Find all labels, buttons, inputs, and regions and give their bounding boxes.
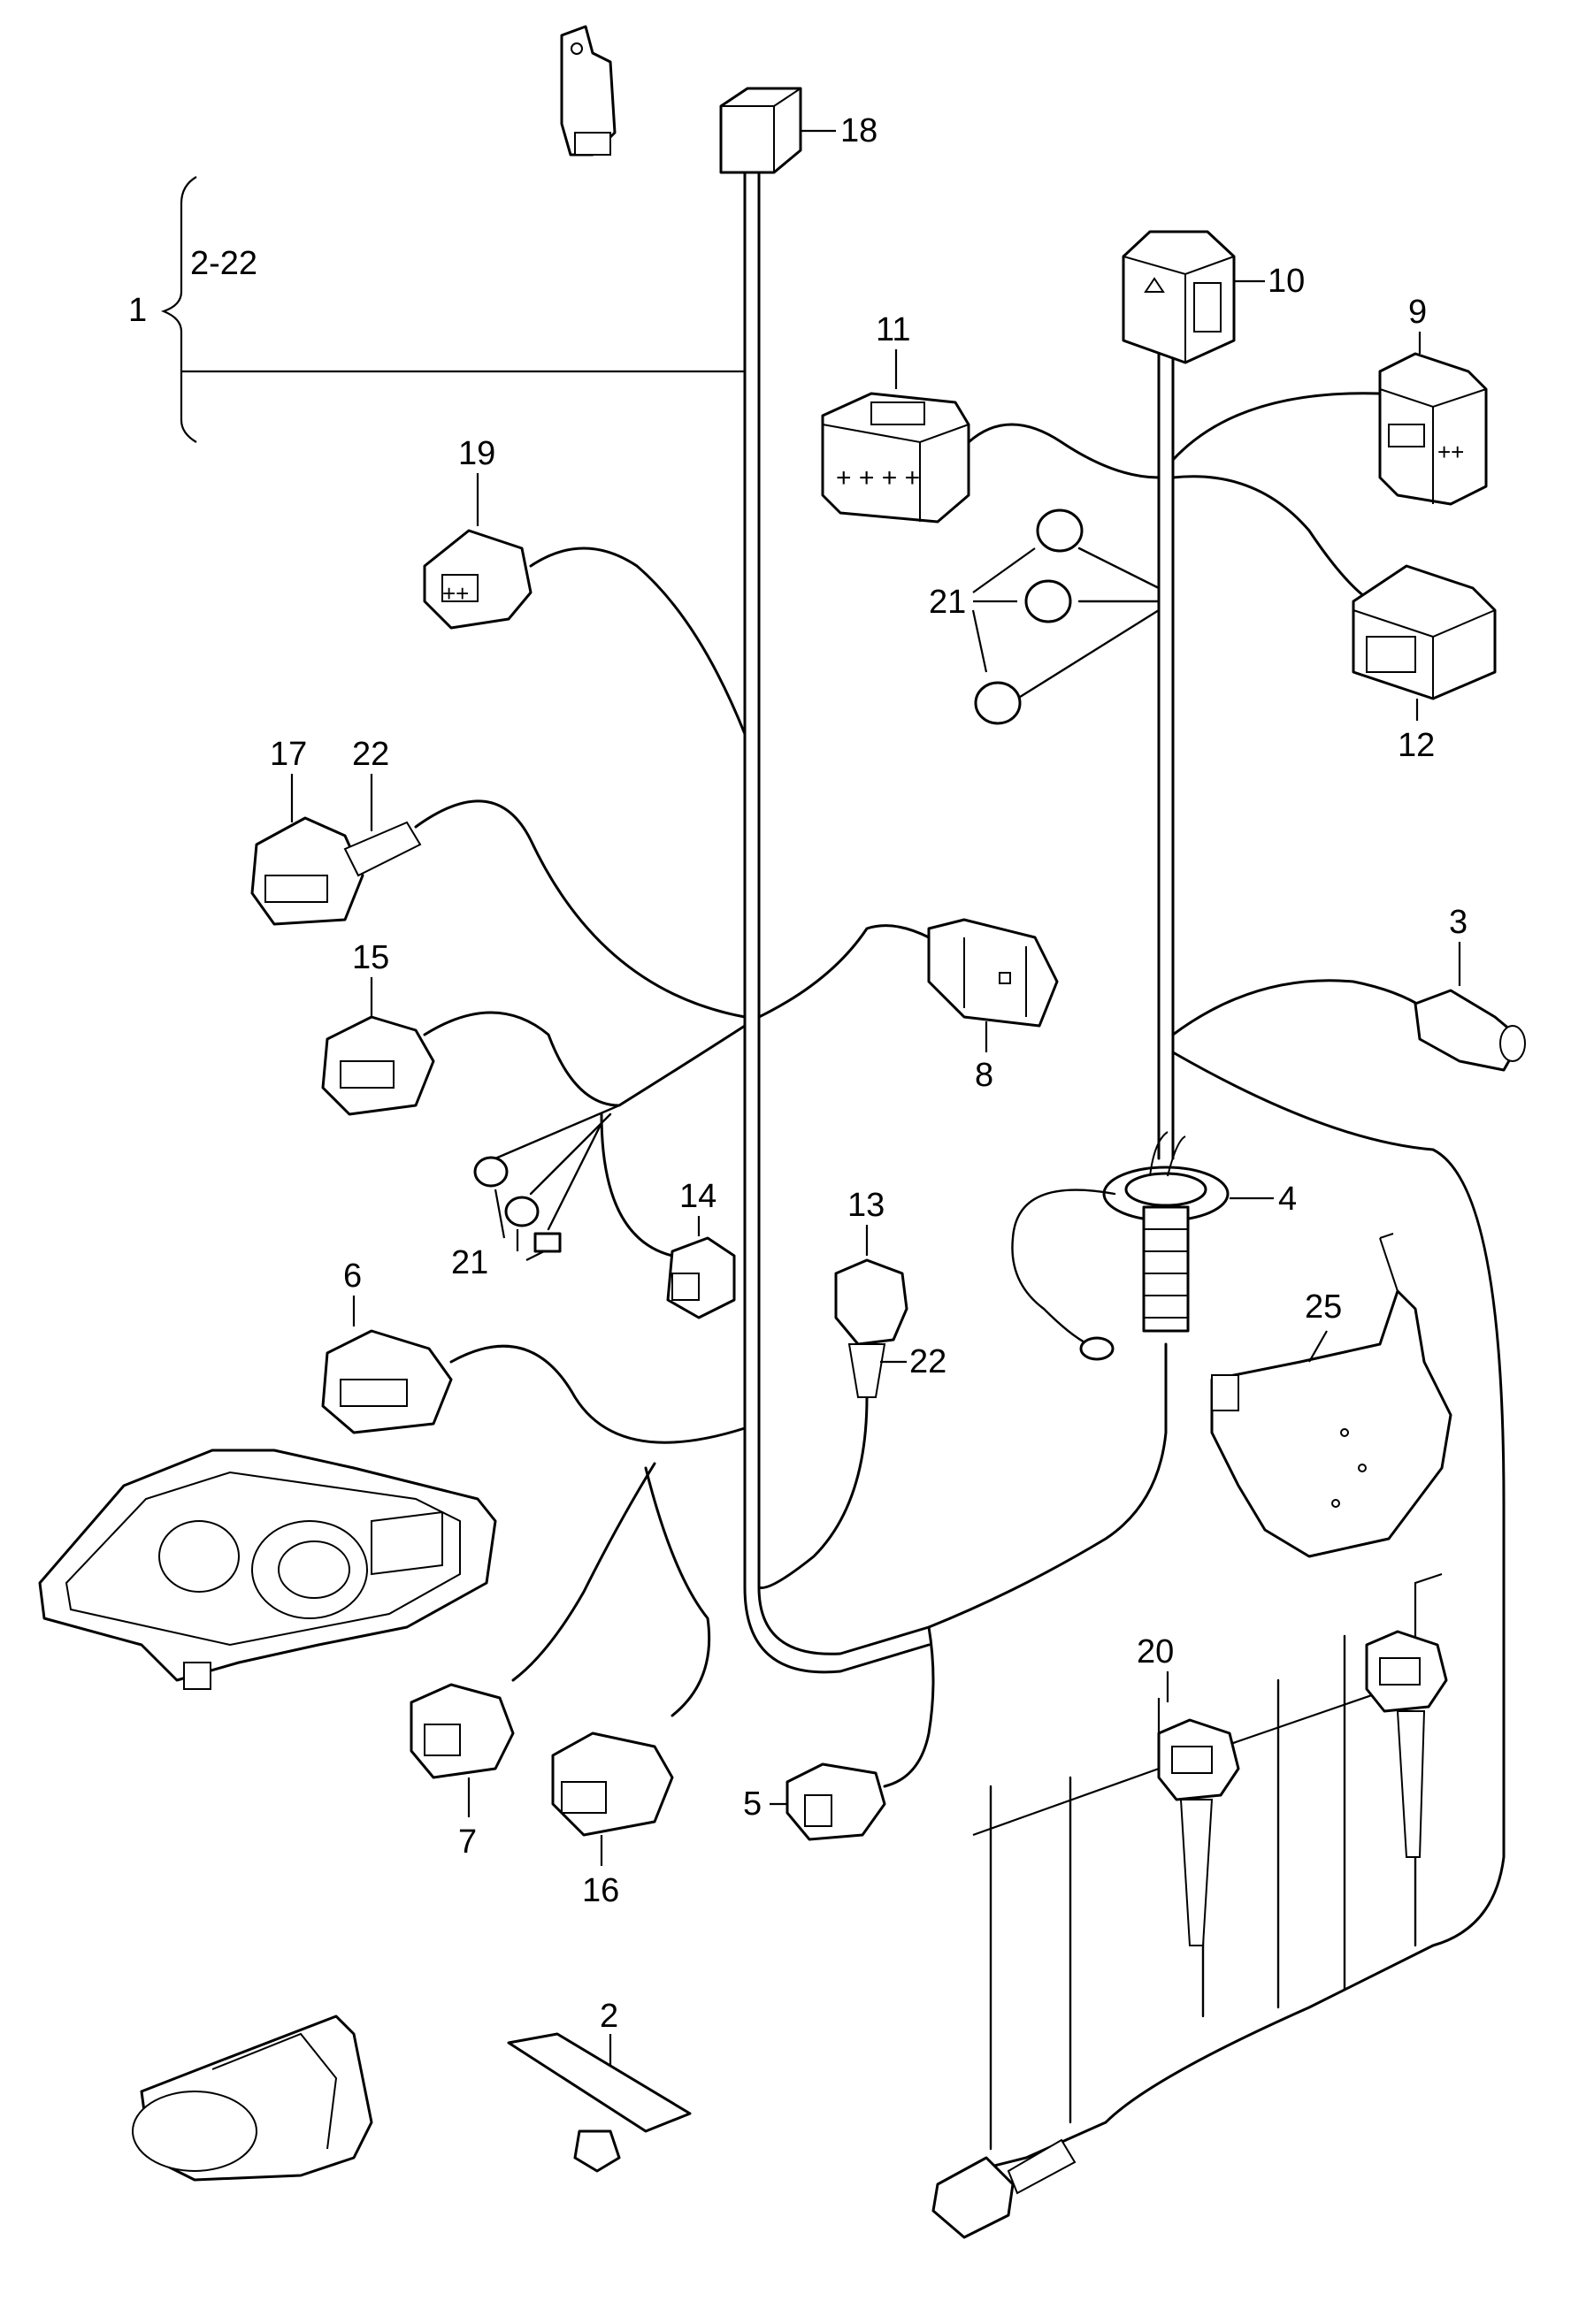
callout-5: 5 [743, 1785, 762, 1823]
fog-lamp [132, 2014, 373, 2182]
callout-20: 20 [1137, 1633, 1174, 1670]
part-14-connector: 14 [666, 1178, 736, 1319]
callout-8: 8 [975, 1057, 993, 1094]
callout-18: 18 [840, 112, 877, 149]
callout-16: 16 [582, 1872, 619, 1909]
top-small-connector [560, 25, 617, 157]
part-6-connector: 6 [321, 1258, 453, 1434]
callout-17: 17 [270, 736, 307, 773]
callout-25: 25 [1305, 1288, 1342, 1326]
part-4-grommet: 4 [1011, 1131, 1297, 1361]
part-3-connector: 3 [1414, 904, 1526, 1072]
part-12-connector: 12 [1352, 564, 1497, 764]
part-2-clip: 2 [507, 1998, 692, 2173]
part-9-connector: ++ 9 [1378, 294, 1488, 506]
part-21-caps-lower: 21 [451, 1156, 562, 1281]
callout-22-lower: 22 [909, 1343, 946, 1380]
crosses-9: ++ [1437, 439, 1464, 465]
callout-4: 4 [1278, 1181, 1297, 1218]
callout-6: 6 [343, 1258, 362, 1295]
part-15-connector: 15 [321, 939, 435, 1116]
crosses-19: ++ [442, 580, 469, 607]
callout-2: 2 [600, 1998, 618, 2035]
callout-11: 11 [876, 311, 910, 348]
part-20-connector-group: 20 [931, 1572, 1448, 2239]
callout-19: 19 [458, 435, 495, 472]
headlight-assembly [38, 1449, 497, 1690]
callout-22-upper: 22 [352, 736, 389, 773]
callout-21-lower: 21 [451, 1244, 488, 1281]
callout-12: 12 [1398, 727, 1435, 764]
part-10-connector: 10 [1122, 230, 1305, 364]
callout-3: 3 [1449, 904, 1468, 941]
callout-9: 9 [1408, 294, 1427, 331]
callout-14: 14 [679, 1178, 717, 1215]
callout-21-upper: 21 [929, 584, 966, 621]
callout-2-22: 2-22 [190, 245, 257, 282]
bracket-1: 1 2-22 [128, 176, 745, 443]
part-7-connector: 7 [410, 1683, 515, 1861]
part-25-bracket: 25 [1210, 1233, 1452, 1558]
crosses-11: + + + + [836, 463, 920, 493]
callout-7: 7 [458, 1823, 477, 1861]
part-19-connector: ++ 19 [423, 435, 533, 630]
part-5-connector: 5 [743, 1762, 886, 1841]
callout-15: 15 [352, 939, 389, 976]
main-harness-trunk [743, 171, 1175, 1674]
part-16-connector: 16 [551, 1732, 674, 1909]
part-8-connector: 8 [927, 918, 1059, 1094]
part-11-connector: + + + + 11 [821, 311, 970, 524]
part-13-connector: 13 22 [834, 1187, 946, 1398]
callout-10: 10 [1268, 263, 1305, 300]
part-18-connector-box: 18 [719, 87, 877, 174]
callout-1: 1 [128, 292, 147, 329]
part-21-caps-upper: 21 [929, 508, 1084, 725]
branch-wires [414, 392, 1506, 2177]
callout-13: 13 [847, 1187, 885, 1224]
part-17-connector: 17 22 [250, 736, 422, 926]
